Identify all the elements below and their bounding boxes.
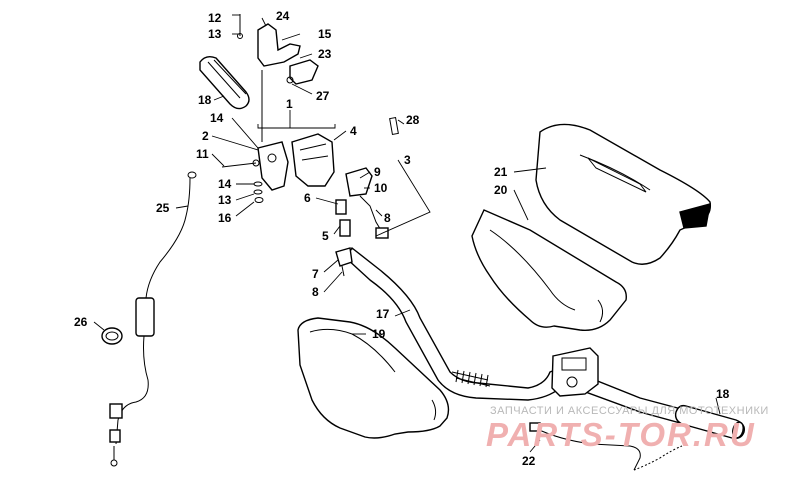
watermark-subtitle: ЗАПЧАСТИ И АКСЕССУАРЫ ДЛЯ МОТОТЕХНИКИ [490,405,769,417]
callout-13-mid: 13 [218,193,232,207]
callout-26: 26 [74,315,88,329]
throttle-cable [109,171,197,467]
callout-28: 28 [406,113,420,127]
right-control-housing [551,347,599,397]
right-hand-grip [674,404,746,440]
callout-21: 21 [494,165,508,179]
callout-labels: 12 24 13 15 23 27 18 1 14 2 28 4 11 3 9 … [74,9,730,468]
heater-wire [529,422,683,471]
handlebar-pad [297,317,450,439]
callout-27: 27 [316,89,330,103]
watermark-brand: PARTS-TOR.RU [486,416,756,453]
left-hand-grip [199,55,250,110]
callout-18-left: 18 [198,93,212,107]
callout-1: 1 [286,97,293,111]
callout-24: 24 [276,9,290,23]
cable-clamp [101,327,123,345]
callout-12: 12 [208,11,222,25]
callout-9: 9 [374,165,381,179]
callout-7: 7 [312,267,319,281]
callout-25: 25 [156,201,170,215]
callout-3: 3 [404,153,411,167]
windshield [535,123,712,265]
brake-lever [237,14,319,142]
callout-13: 13 [208,27,222,41]
callout-14-mid: 14 [218,177,232,191]
callout-16: 16 [218,211,232,225]
callout-20: 20 [494,183,508,197]
callout-18-right: 18 [716,387,730,401]
callout-2: 2 [202,129,209,143]
callout-8-lower: 8 [312,285,319,299]
windshield-bracket [471,209,627,331]
switch-housing [257,133,335,191]
callout-10: 10 [374,181,388,195]
callout-19: 19 [372,327,386,341]
callout-22: 22 [522,454,536,468]
callout-17: 17 [376,307,390,321]
callout-8-upper: 8 [384,211,391,225]
leader-lines [93,14,721,453]
callout-11: 11 [196,147,209,161]
callout-14-top: 14 [210,111,224,125]
callout-23: 23 [318,47,332,61]
callout-15: 15 [318,27,332,41]
callout-6: 6 [304,191,311,205]
callout-5: 5 [322,229,329,243]
callout-4: 4 [350,124,357,138]
handlebar-knurl [455,369,489,388]
